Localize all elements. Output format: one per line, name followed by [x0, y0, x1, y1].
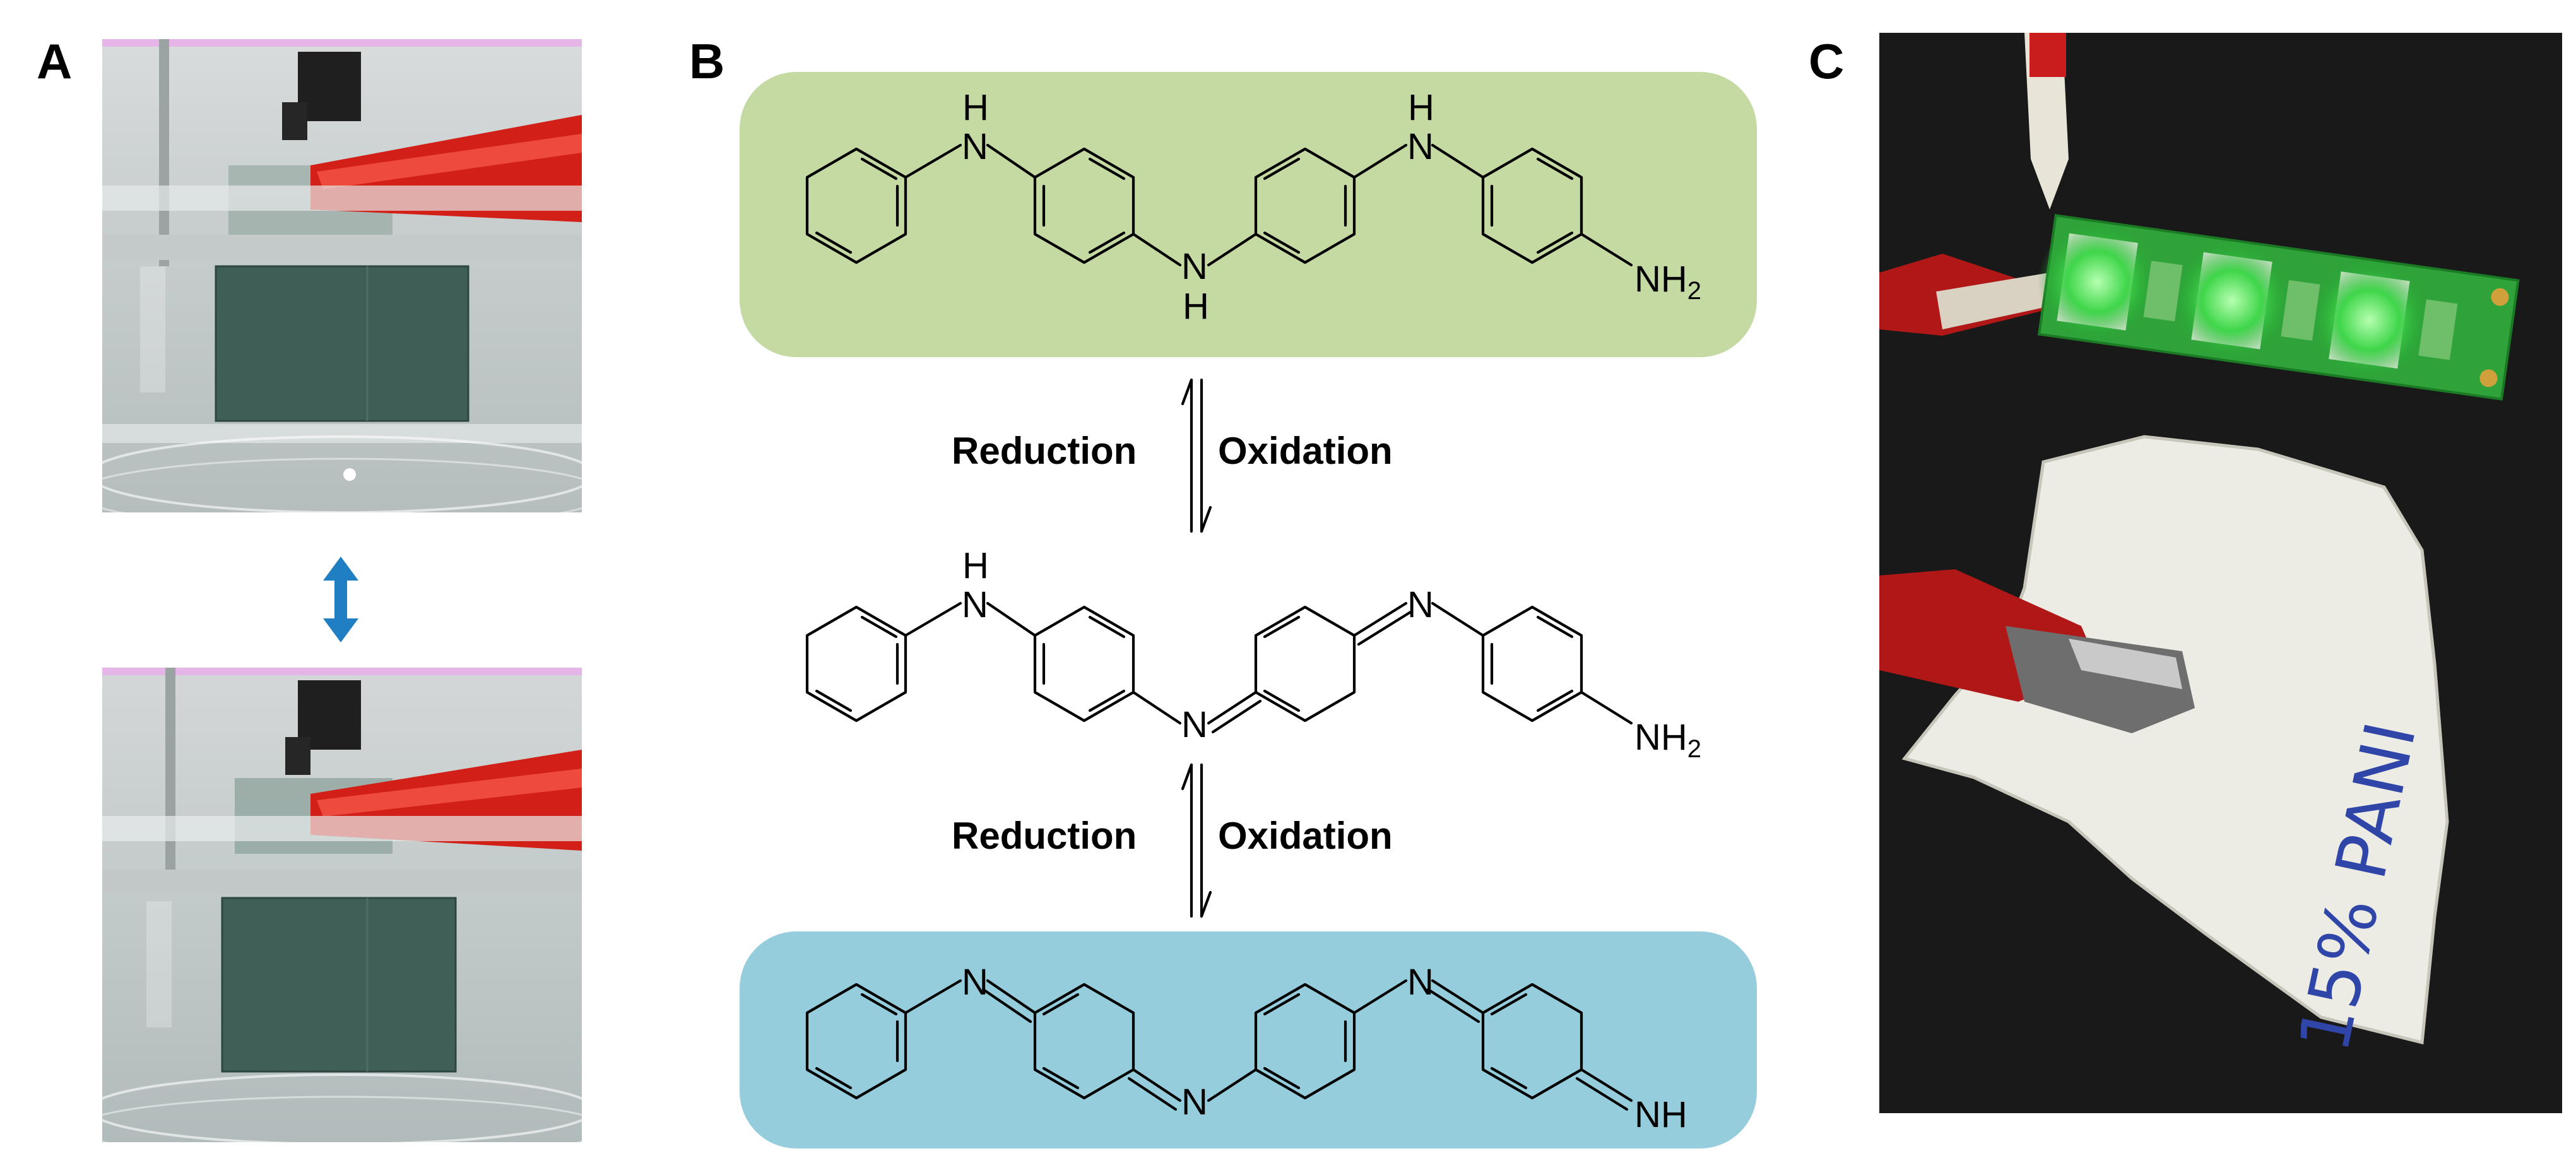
panel-label-b: B — [689, 33, 725, 89]
svg-text:NH2: NH2 — [1634, 717, 1701, 763]
photo-led-circuit: 15% PANI — [1879, 33, 2562, 1113]
emeraldine-structure: N H N N NH2 — [805, 545, 1701, 763]
leucoemeraldine-box — [740, 72, 1757, 357]
photo-film-state-1 — [102, 39, 582, 512]
pernigraniline-box — [740, 931, 1757, 1148]
svg-text:H: H — [1183, 286, 1209, 327]
equilibrium-arrows-1 — [1181, 378, 1212, 533]
reduction-label-1: Reduction — [952, 430, 1137, 472]
svg-text:NH: NH — [1634, 1094, 1687, 1135]
panel-label-a: A — [37, 33, 73, 89]
svg-text:N: N — [1407, 584, 1434, 625]
svg-text:NH2: NH2 — [1634, 259, 1701, 305]
leucoemeraldine-structure: N H N H N H NH2 — [805, 87, 1701, 327]
svg-text:N: N — [1181, 246, 1208, 287]
equilibrium-arrows-2 — [1181, 763, 1212, 918]
double-arrow-icon — [322, 555, 360, 644]
svg-text:N: N — [1181, 1082, 1208, 1123]
svg-text:H: H — [1408, 87, 1434, 128]
svg-text:H: H — [962, 545, 989, 586]
svg-text:N: N — [962, 584, 988, 625]
svg-text:N: N — [1181, 704, 1208, 745]
pernigraniline-structure: N N N NH — [805, 962, 1687, 1135]
svg-text:N: N — [962, 126, 988, 167]
oxidation-label-2: Oxidation — [1218, 815, 1393, 857]
svg-text:H: H — [962, 87, 989, 128]
svg-text:N: N — [1407, 126, 1434, 167]
reduction-label-2: Reduction — [952, 815, 1137, 857]
oxidation-label-1: Oxidation — [1218, 430, 1393, 472]
svg-text:N: N — [962, 962, 988, 1003]
photo-film-state-2 — [102, 668, 582, 1142]
svg-text:N: N — [1407, 962, 1434, 1003]
panel-label-c: C — [1809, 33, 1845, 89]
